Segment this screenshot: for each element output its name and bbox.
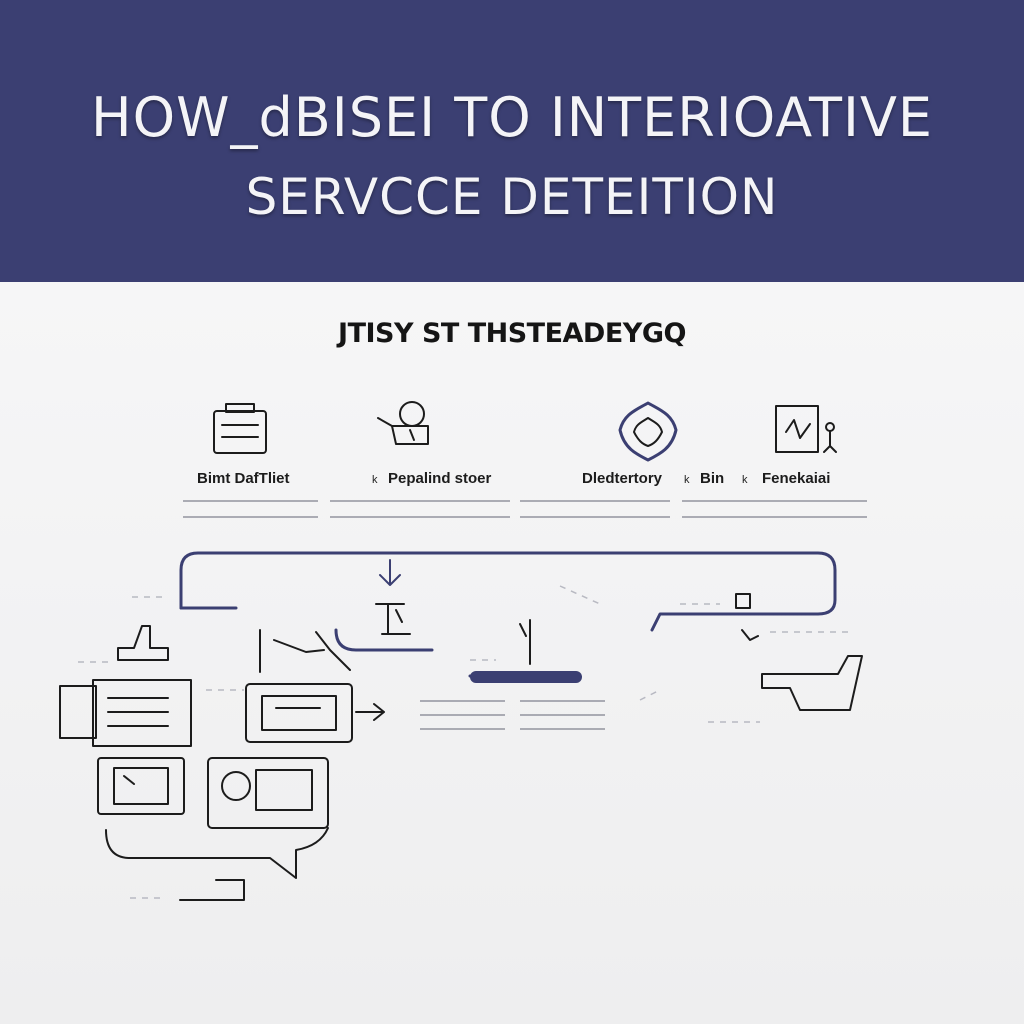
person-desk-icon (377, 401, 429, 445)
step-label-3: Dledtertory (582, 470, 663, 487)
diagram-canvas (0, 282, 1024, 1024)
flow-description-line (420, 714, 505, 716)
diagram-subtitle: JTISY ST THSTEADEYGQ (338, 318, 686, 349)
step-description-line (520, 500, 670, 502)
flow-description-line (420, 728, 505, 730)
flow-description-line (520, 728, 605, 730)
step-description-line (330, 516, 510, 518)
header-banner: HOW_dBISEI TO INTERIOATIVE SERVCCE DETEI… (0, 0, 1024, 282)
flow-description-line (420, 700, 505, 702)
step-label-4: Bin (700, 470, 725, 487)
worker-board-icon (823, 422, 837, 453)
step-label-1: Bimt DafTliet (197, 470, 290, 487)
step-description-line (682, 500, 867, 502)
page-title-line-1: HOW_dBISEI TO INTERIOATIVE (90, 86, 934, 149)
step-separator-3: k (742, 474, 748, 486)
flow-description-line (520, 714, 605, 716)
step-description-line (330, 500, 510, 502)
page-title-line-2: SERVCCE DETEITION (245, 168, 779, 226)
step-separator-2: k (684, 474, 690, 486)
step-label-5: Fenekaiai (762, 470, 831, 487)
document-icon (775, 405, 819, 453)
step-description-line (682, 516, 867, 518)
step-description-line (183, 516, 318, 518)
step-description-line (520, 516, 670, 518)
step-separator-1: k (372, 474, 378, 486)
shield-icon (618, 401, 678, 462)
briefcase-icon (213, 403, 267, 454)
step-description-line (183, 500, 318, 502)
step-label-2: Pepalind stoer (388, 470, 492, 487)
flow-description-line (520, 700, 605, 702)
